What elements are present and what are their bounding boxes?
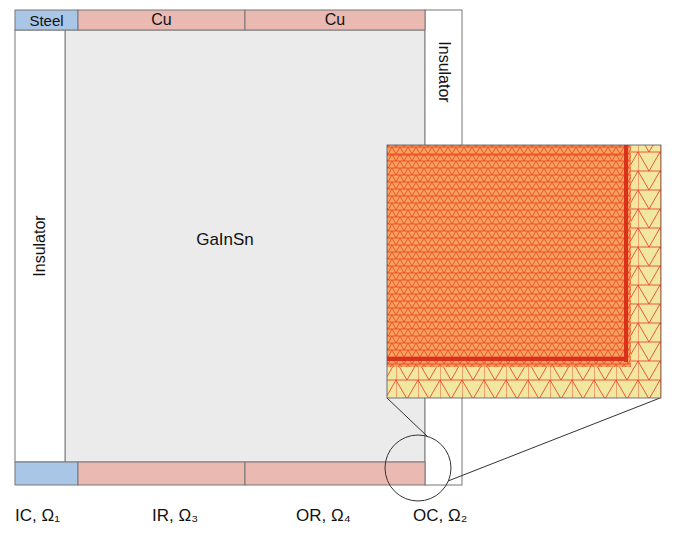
region-label: Cu	[325, 11, 345, 29]
domain-label: IR, Ω₃	[152, 506, 198, 526]
domain-label: OR, Ω₄	[296, 506, 351, 526]
steel-electrode: Steel	[15, 10, 78, 30]
insulator-wall: Insulator	[15, 30, 65, 462]
domain-label: IC, Ω₁	[15, 506, 60, 526]
domain-label: OC, Ω₂	[413, 506, 467, 526]
region-label: Insulator	[435, 41, 453, 102]
region-label: Steel	[29, 12, 63, 29]
copper-electrode: Cu	[78, 10, 245, 30]
region-label: GaInSn	[196, 230, 254, 250]
copper-electrode: Cu	[245, 10, 425, 30]
liquid-metal-region: GaInSn	[140, 220, 310, 260]
region-label: Insulator	[31, 215, 49, 276]
insulator-wall: Insulator	[425, 12, 462, 132]
region-label: Cu	[151, 11, 171, 29]
